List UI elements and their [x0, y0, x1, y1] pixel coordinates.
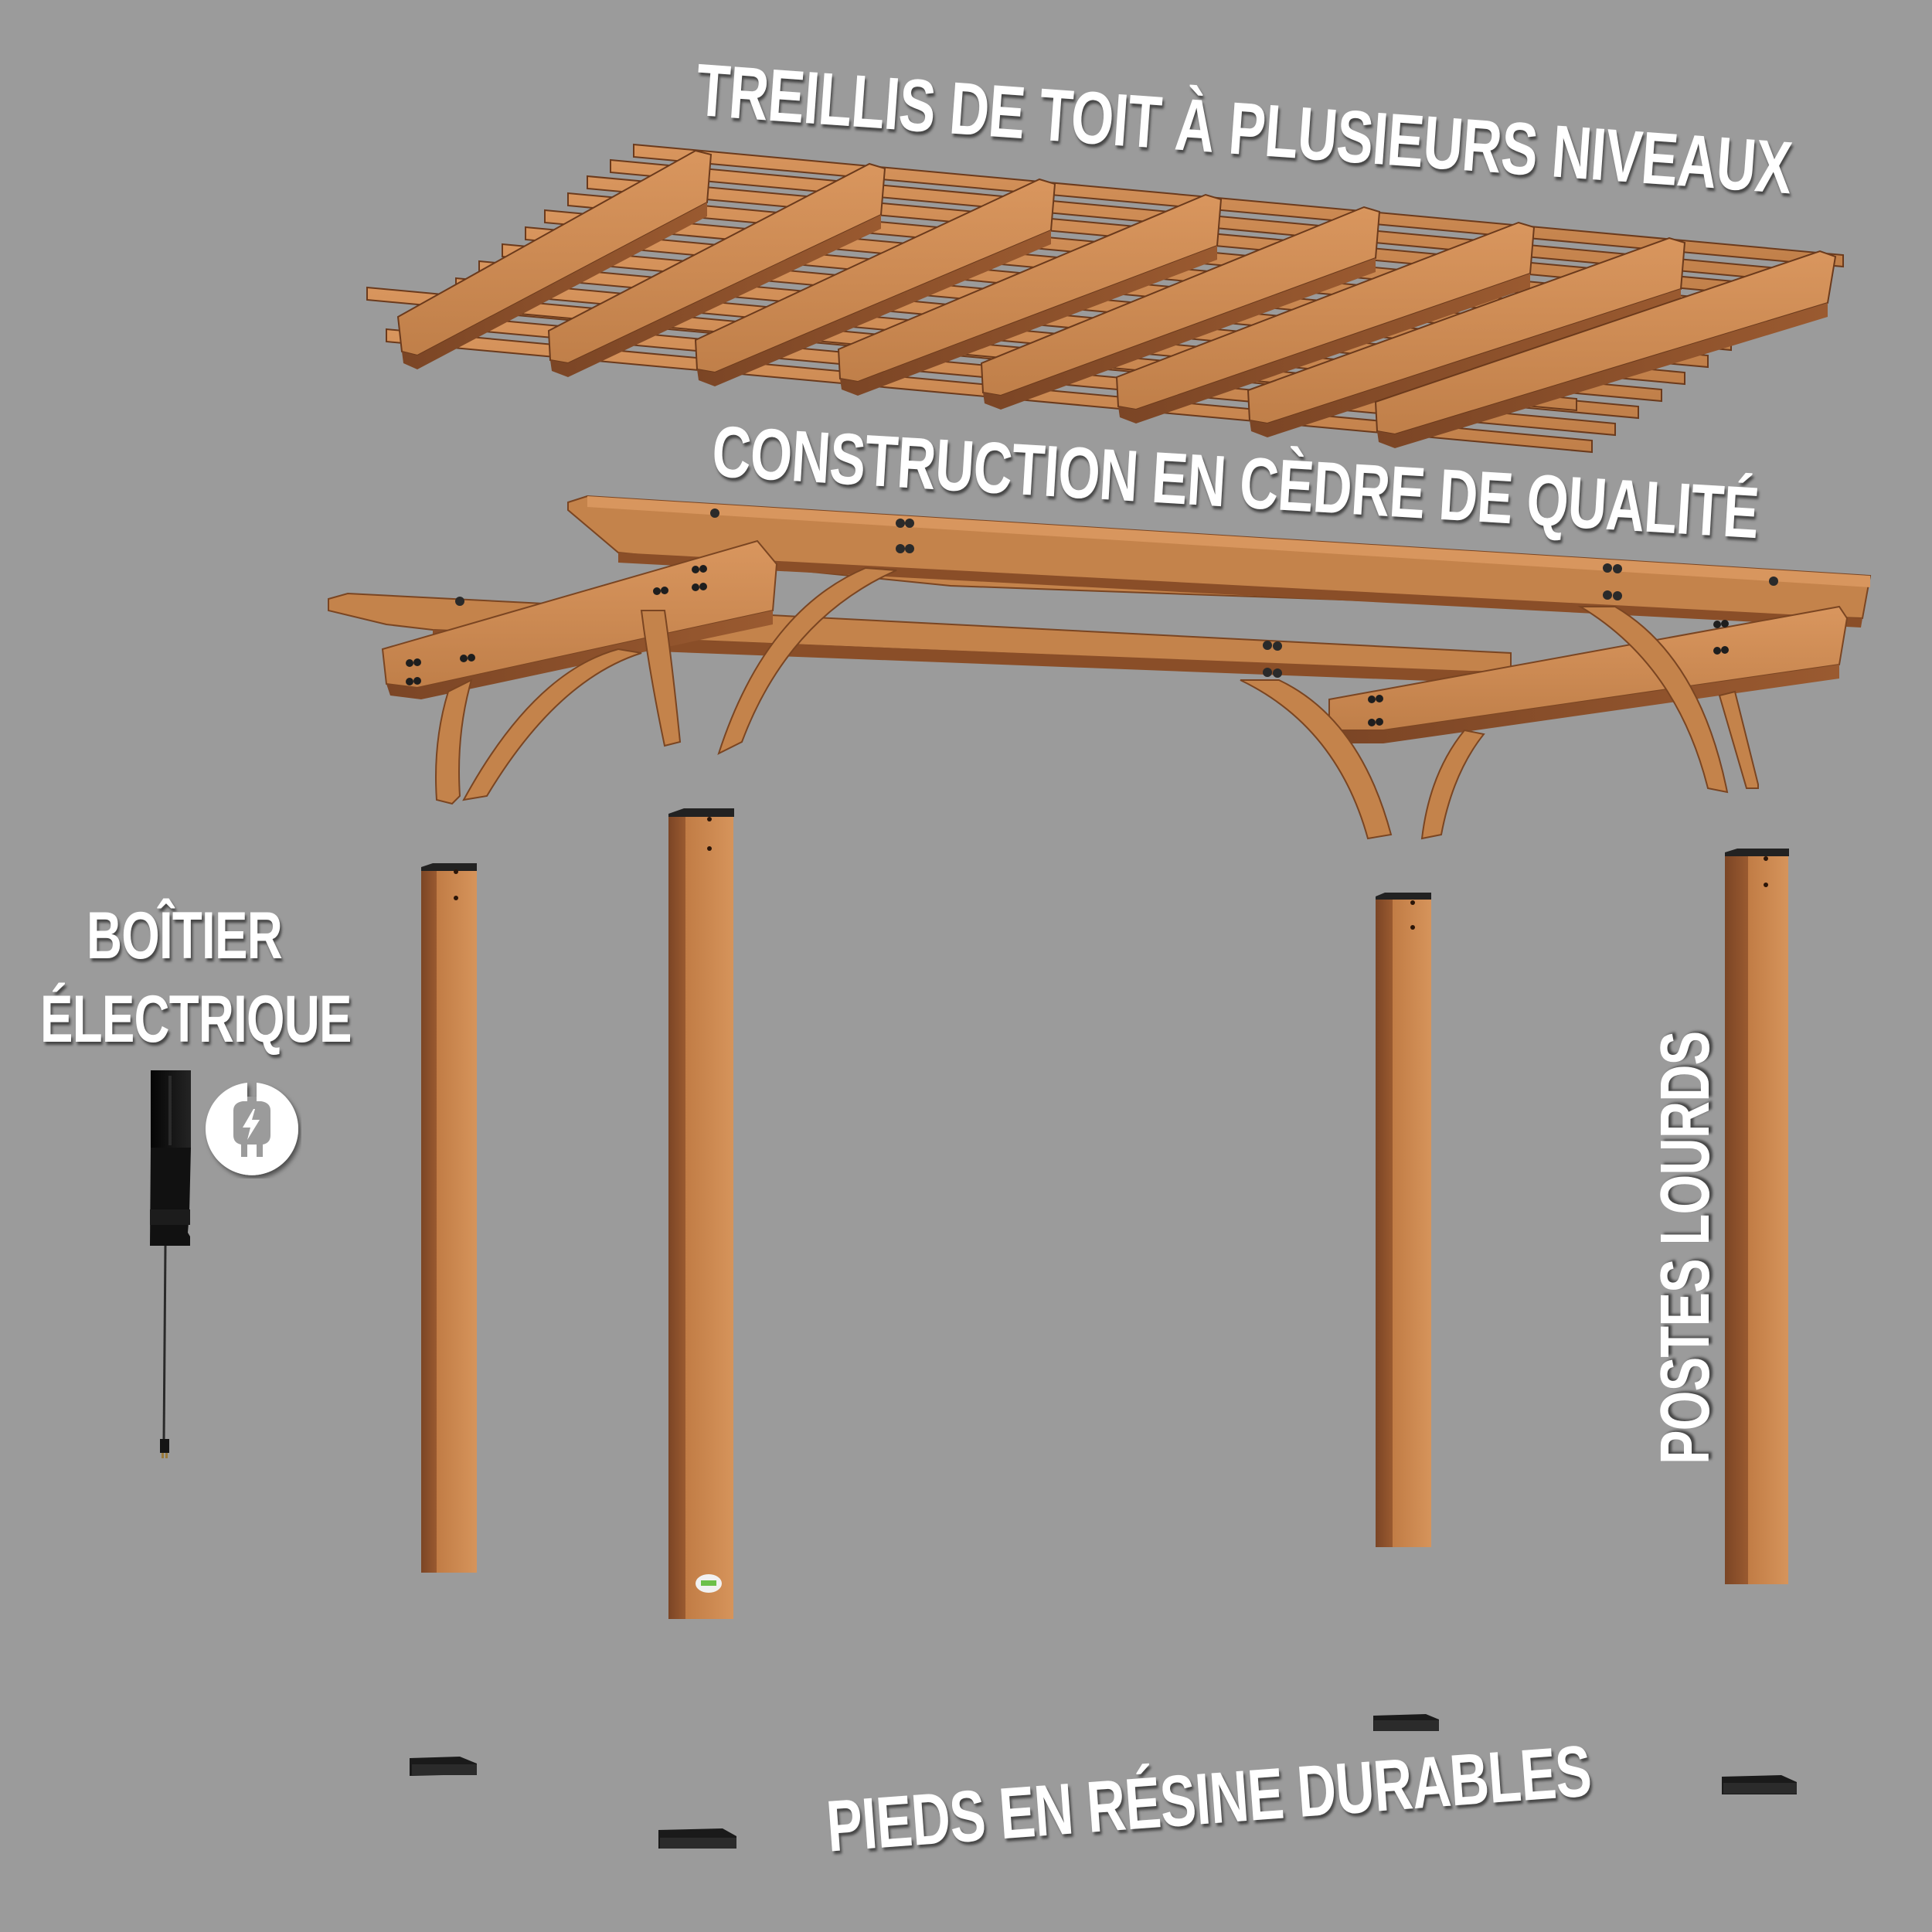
beam-bolts — [406, 565, 707, 685]
roof-beams — [396, 149, 1837, 448]
brace — [1577, 606, 1729, 794]
roof-beam — [547, 162, 886, 377]
post — [1725, 849, 1789, 1584]
roof-trellis — [366, 143, 1844, 454]
brace — [717, 566, 897, 755]
left-cross-beam — [381, 539, 778, 699]
resin-foot — [1373, 1714, 1439, 1731]
cedar-frame — [328, 495, 1872, 840]
right-cross-beam — [1328, 605, 1849, 743]
post — [421, 863, 477, 1573]
heavy-posts — [421, 808, 1789, 1619]
roof-beam — [1247, 236, 1686, 437]
label-heavy-posts: POSTES LOURDS — [1647, 1031, 1724, 1464]
braces — [435, 566, 1759, 840]
brace — [1240, 679, 1393, 840]
roof-beam — [1115, 221, 1536, 423]
back-beam — [567, 495, 1872, 628]
beam-bolts — [1368, 620, 1729, 726]
resin-feet — [410, 1714, 1797, 1849]
brace — [640, 610, 682, 747]
roof-beam — [396, 149, 713, 369]
post — [1376, 893, 1431, 1547]
plug-lightning-icon — [206, 1083, 298, 1175]
resin-foot — [410, 1757, 477, 1776]
resin-foot — [658, 1828, 736, 1849]
brace — [1718, 690, 1759, 789]
electrical-box — [150, 1070, 191, 1458]
label-electrical-box-line1: BOÎTIER — [87, 899, 283, 973]
label-electrical-box-line2: ÉLECTRIQUE — [40, 982, 352, 1056]
beam-bolts — [710, 509, 1778, 600]
roof-beam — [980, 206, 1381, 410]
brace — [435, 679, 473, 805]
beam-bolts — [455, 597, 1282, 678]
post — [668, 808, 734, 1619]
brace — [1420, 729, 1485, 840]
roof-beam — [694, 178, 1056, 386]
brand-badge — [696, 1574, 722, 1593]
brace — [462, 648, 642, 801]
roof-beam — [837, 193, 1223, 396]
roof-beam — [1374, 250, 1837, 448]
resin-foot — [1722, 1775, 1797, 1794]
